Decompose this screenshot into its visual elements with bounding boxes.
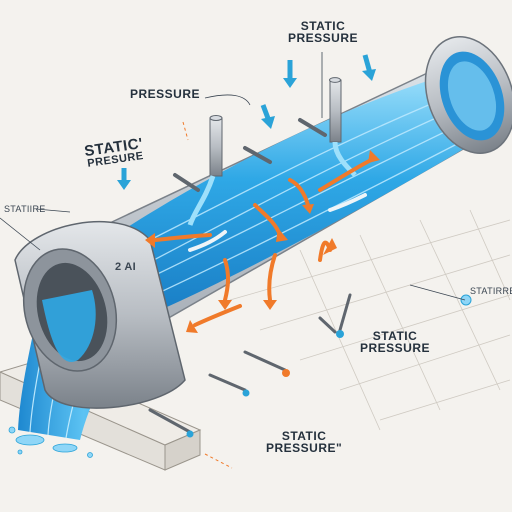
label-statirre: STATIRRE (470, 286, 512, 296)
leader-lines (0, 52, 466, 301)
label-static-pressure-top: STATIC PRESSURE (288, 19, 359, 45)
sensor-tips (186, 294, 472, 438)
pressure-probes (173, 77, 357, 226)
dashed-marks (182, 121, 233, 469)
down-arrow-icon (283, 60, 297, 88)
flow-arrows-white (188, 193, 367, 252)
down-arrow-icon (260, 104, 275, 129)
flow-arrowheads (145, 150, 380, 333)
splash (8, 426, 93, 458)
label-statiire: STATIIRE (4, 204, 46, 214)
pipe-collar-right (424, 36, 512, 154)
label-static-pressure-right: STATIC PRESSURE (360, 329, 431, 355)
down-arrow-icon (362, 54, 376, 81)
pipe-mark-label: 2 AI (115, 261, 136, 273)
down-arrow-icon (117, 168, 131, 190)
grid-floor (229, 209, 511, 431)
label-static-pressure-bottom: STATIC PRESSURE" (266, 429, 343, 455)
sensor-pins (148, 293, 352, 434)
pressure-arrows (117, 54, 376, 190)
water-body (120, 72, 495, 310)
label-pressure: PRESSURE (130, 87, 201, 101)
pipe-collar-left (14, 220, 186, 409)
